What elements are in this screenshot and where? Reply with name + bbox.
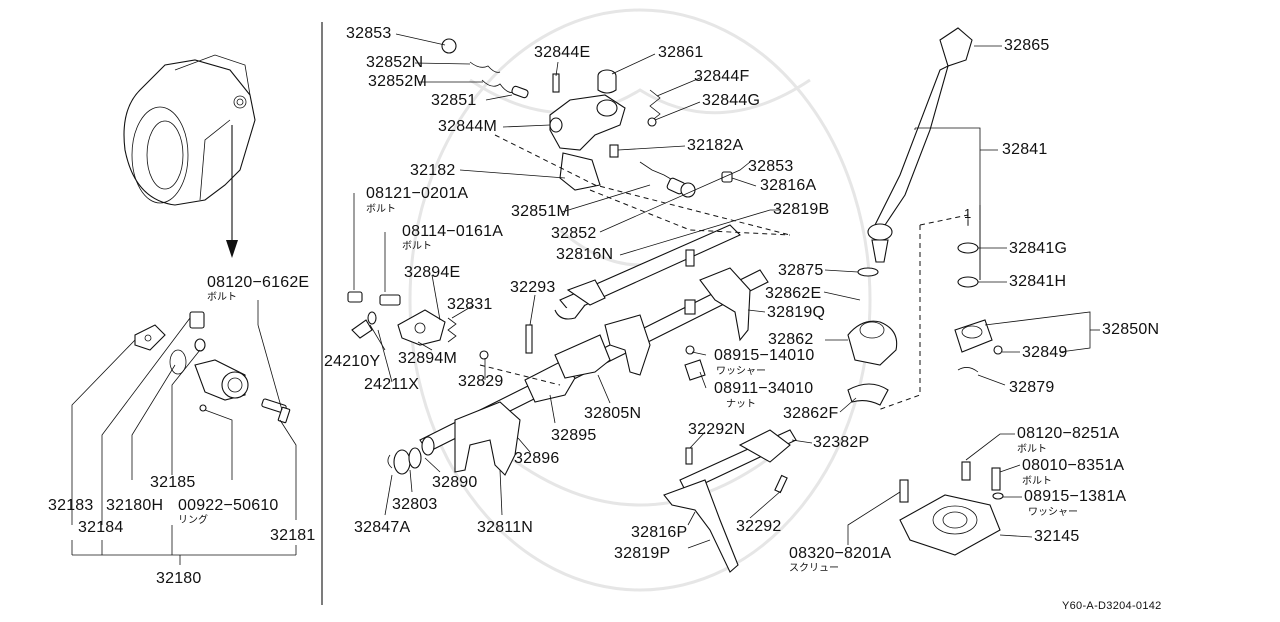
arrow-down [226, 125, 238, 258]
part-label-00922-50610[interactable]: 00922−50610 [178, 497, 279, 514]
part-label-32844F[interactable]: 32844F [694, 68, 750, 85]
part-note-ring: リング [178, 515, 208, 526]
part-label-08120-8251A[interactable]: 08120−8251A [1017, 425, 1120, 442]
part-label-08121-0201A[interactable]: 08121−0201A [366, 185, 469, 202]
part-label-32853-b[interactable]: 32853 [748, 158, 794, 175]
part-label-32852M[interactable]: 32852M [368, 73, 428, 90]
transmission-housing [123, 54, 256, 206]
part-label-08114-0161A[interactable]: 08114−0161A [402, 223, 504, 240]
part-label-32862E[interactable]: 32862E [765, 285, 822, 302]
part-note-bolt-3: ボルト [402, 241, 432, 252]
part-label-32847A[interactable]: 32847A [354, 519, 411, 536]
part-label-32849[interactable]: 32849 [1022, 344, 1068, 361]
part-label-08915-14010[interactable]: 08915−14010 [714, 347, 815, 364]
part-label-32841H[interactable]: 32841H [1009, 273, 1067, 290]
part-label-32185[interactable]: 32185 [150, 474, 196, 491]
ref-number: 1 [964, 206, 972, 221]
part-label-24211X[interactable]: 24211X [364, 376, 420, 393]
shift-lever [847, 27, 1003, 406]
part-label-32292[interactable]: 32292 [736, 518, 782, 535]
part-label-32145[interactable]: 32145 [1034, 528, 1080, 545]
part-label-32844G[interactable]: 32844G [702, 92, 761, 109]
part-label-08915-1381A[interactable]: 08915−1381A [1024, 488, 1127, 505]
part-label-32894E[interactable]: 32894E [404, 264, 461, 281]
left-leader-lines [71, 300, 297, 565]
part-label-32852[interactable]: 32852 [551, 225, 597, 242]
part-label-32829[interactable]: 32829 [458, 373, 504, 390]
part-label-32819B[interactable]: 32819B [773, 201, 830, 218]
part-note-washer: ワッシャー [716, 366, 766, 377]
part-label-32382P[interactable]: 32382P [813, 434, 870, 451]
part-label-32841G[interactable]: 32841G [1009, 240, 1068, 257]
part-label-32180H[interactable]: 32180H [106, 497, 164, 514]
part-note-bolt: ボルト [207, 292, 237, 303]
part-note-bolt-5: ボルト [1022, 476, 1052, 487]
shift-lever-housing-top [441, 38, 733, 198]
part-label-32875[interactable]: 32875 [778, 262, 824, 279]
right-leader-lines [353, 33, 1100, 549]
part-note-nut: ナット [726, 399, 756, 410]
part-label-32851[interactable]: 32851 [431, 92, 477, 109]
part-label-32851M[interactable]: 32851M [511, 203, 571, 220]
part-label-32844E[interactable]: 32844E [534, 44, 591, 61]
part-label-32819P[interactable]: 32819P [614, 545, 671, 562]
part-label-32181[interactable]: 32181 [270, 527, 316, 544]
part-label-32844M[interactable]: 32844M [438, 118, 498, 135]
part-label-32862F[interactable]: 32862F [783, 405, 839, 422]
part-label-32865[interactable]: 32865 [1004, 37, 1050, 54]
part-label-32803[interactable]: 32803 [392, 496, 438, 513]
part-note-bolt-2: ボルト [366, 204, 396, 215]
part-label-32182[interactable]: 32182 [410, 162, 456, 179]
shift-rod-assembly [387, 224, 769, 476]
part-note-screw: スクリュー [789, 563, 839, 574]
part-label-32184[interactable]: 32184 [78, 519, 124, 536]
part-label-32890[interactable]: 32890 [432, 474, 478, 491]
part-label-32183[interactable]: 32183 [48, 497, 94, 514]
part-note-washer-2: ワッシャー [1028, 507, 1078, 518]
lever-retainer [899, 461, 1004, 556]
part-label-08911-34010[interactable]: 08911−34010 [714, 380, 814, 397]
part-label-32180[interactable]: 32180 [156, 570, 202, 587]
part-label-08010-8351A[interactable]: 08010−8351A [1022, 457, 1125, 474]
part-label-32831[interactable]: 32831 [447, 296, 493, 313]
part-label-32182A[interactable]: 32182A [687, 137, 744, 154]
part-label-08120-6162E[interactable]: 08120−6162E [207, 274, 310, 291]
part-label-32293[interactable]: 32293 [510, 279, 556, 296]
part-label-08320-8201A[interactable]: 08320−8201A [789, 545, 892, 562]
part-label-24210Y[interactable]: 24210Y [324, 353, 381, 370]
part-label-32861[interactable]: 32861 [658, 44, 704, 61]
bracket-parts [347, 249, 695, 346]
diagram-code: Y60-A-D3204-0142 [1062, 600, 1162, 612]
part-label-32850N[interactable]: 32850N [1102, 321, 1160, 338]
part-label-32879[interactable]: 32879 [1009, 379, 1055, 396]
part-label-32896[interactable]: 32896 [514, 450, 560, 467]
part-label-32852N[interactable]: 32852N [366, 54, 424, 71]
part-label-32816A[interactable]: 32816A [760, 177, 817, 194]
part-label-32816P[interactable]: 32816P [631, 524, 688, 541]
part-label-32292N[interactable]: 32292N [688, 421, 746, 438]
part-label-32805N[interactable]: 32805N [584, 405, 642, 422]
part-label-32819Q[interactable]: 32819Q [767, 304, 826, 321]
part-note-bolt-4: ボルト [1017, 444, 1047, 455]
lower-shift-fork [663, 429, 797, 573]
part-label-32895[interactable]: 32895 [551, 427, 597, 444]
part-label-32853[interactable]: 32853 [346, 25, 392, 42]
part-label-32816N[interactable]: 32816N [556, 246, 614, 263]
part-label-32811N[interactable]: 32811N [477, 519, 534, 536]
part-label-32841[interactable]: 32841 [1002, 141, 1048, 158]
shift-housing-assembly [134, 311, 291, 424]
part-label-32894M[interactable]: 32894M [398, 350, 458, 367]
part-label-32862[interactable]: 32862 [768, 331, 814, 348]
